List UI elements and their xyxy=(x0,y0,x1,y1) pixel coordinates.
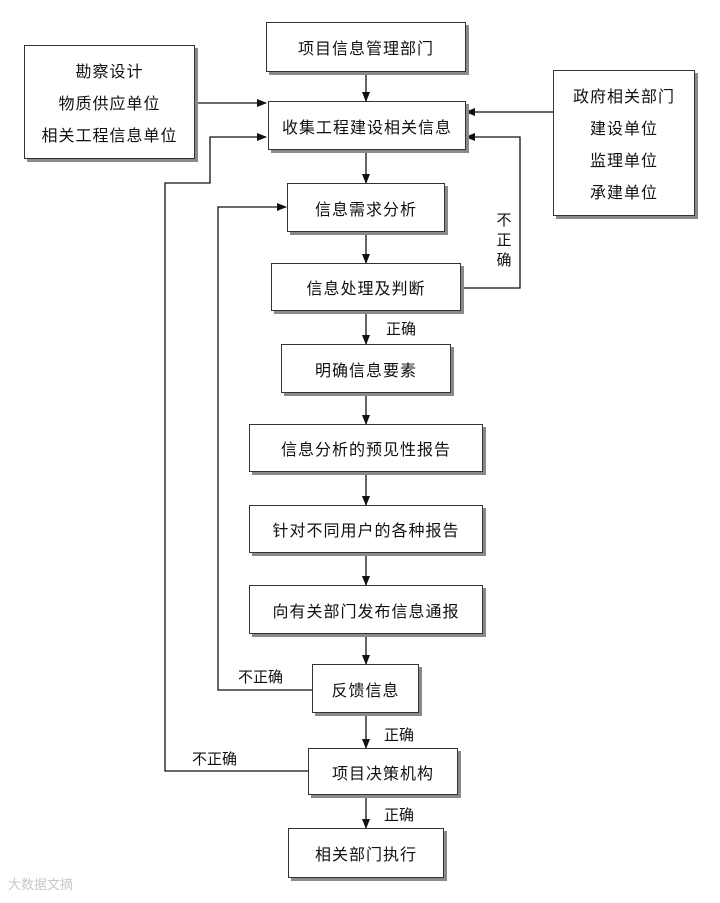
watermark: 大数据文摘 xyxy=(8,878,74,893)
label-correct-decision: 正确 xyxy=(384,806,415,824)
right-source-item: 监理单位 xyxy=(589,151,658,170)
node-publish-bulletin: 向有关部门发布信息通报 xyxy=(249,585,483,634)
label-incorrect-process: 不 正 确 xyxy=(496,211,512,269)
node-user-reports: 针对不同用户的各种报告 xyxy=(249,505,483,553)
node-feedback: 反馈信息 xyxy=(312,664,419,713)
node-forecast-report: 信息分析的预见性报告 xyxy=(249,424,483,472)
loop-feedback-incorrect xyxy=(217,203,312,691)
left-source-item: 物质供应单位 xyxy=(58,94,161,113)
left-sources-box: 勘察设计 物质供应单位 相关工程信息单位 xyxy=(24,45,195,159)
loop-process-incorrect xyxy=(461,133,521,289)
left-source-item: 相关工程信息单位 xyxy=(41,126,178,145)
node-process-judge: 信息处理及判断 xyxy=(271,263,461,311)
left-source-item: 勘察设计 xyxy=(75,62,144,81)
node-demand-analysis: 信息需求分析 xyxy=(287,183,445,232)
node-decision-body: 项目决策机构 xyxy=(308,748,458,795)
node-clarify-elements: 明确信息要素 xyxy=(281,344,451,393)
label-correct-feedback: 正确 xyxy=(384,726,415,744)
node-execute: 相关部门执行 xyxy=(288,828,444,878)
node-collect-info: 收集工程建设相关信息 xyxy=(268,101,466,150)
right-source-item: 政府相关部门 xyxy=(572,87,675,106)
loop-decision-incorrect xyxy=(164,133,308,772)
label-correct-process: 正确 xyxy=(386,320,417,338)
node-project-info-dept: 项目信息管理部门 xyxy=(266,22,466,72)
right-sources-box: 政府相关部门 建设单位 监理单位 承建单位 xyxy=(553,70,695,216)
right-source-item: 承建单位 xyxy=(589,183,658,202)
right-source-item: 建设单位 xyxy=(589,119,658,138)
label-incorrect-feedback: 不正确 xyxy=(238,668,284,686)
label-incorrect-decision: 不正确 xyxy=(192,750,238,768)
